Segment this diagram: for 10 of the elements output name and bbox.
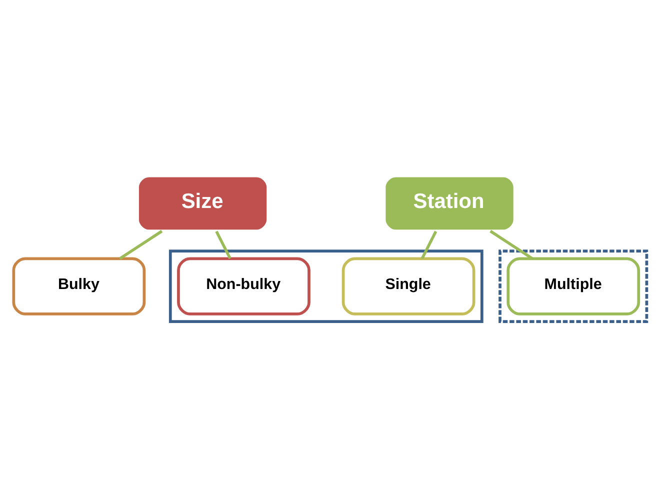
cluster <box>498 249 648 322</box>
node-box: Single <box>342 256 476 315</box>
node-box: Non-bulky <box>177 256 310 315</box>
node-box: Multiple <box>506 256 640 315</box>
node-box: Bulky <box>12 256 146 315</box>
connector <box>490 229 534 260</box>
connector <box>420 230 438 259</box>
connector <box>215 230 232 259</box>
cluster <box>168 249 484 322</box>
connector <box>119 229 163 260</box>
